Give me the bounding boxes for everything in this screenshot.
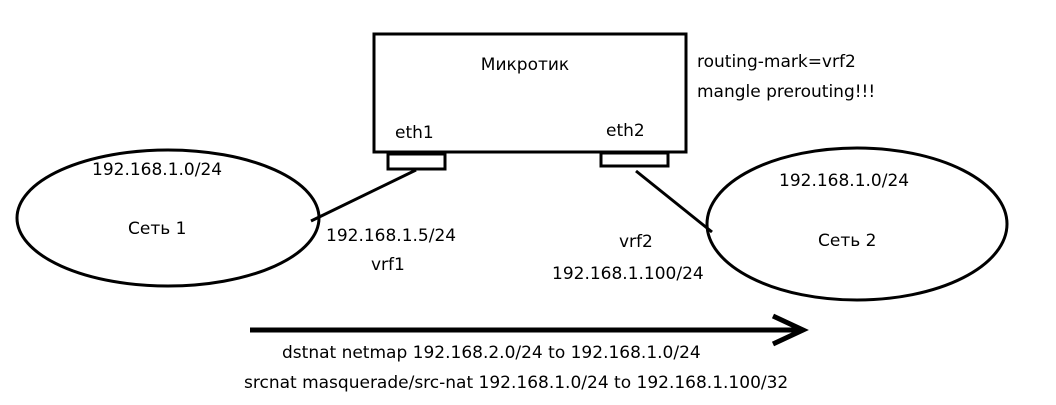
- network1-name: Сеть 1: [128, 219, 186, 239]
- port-label-eth2: eth2: [606, 121, 645, 141]
- router-box: [372, 32, 688, 154]
- network1-subnet: 192.168.1.0/24: [92, 160, 222, 180]
- network2-name: Сеть 2: [818, 231, 876, 251]
- link1-ip: 192.168.1.5/24: [326, 226, 456, 246]
- link-eth2-network2: [635, 169, 713, 234]
- network2-ellipse: [705, 146, 1009, 302]
- nat-rule-dstnat: dstnat netmap 192.168.2.0/24 to 192.168.…: [282, 343, 701, 363]
- link2-vrf: vrf2: [619, 232, 653, 252]
- link1-vrf: vrf1: [371, 255, 405, 275]
- port-eth2: [599, 151, 670, 168]
- network2-subnet: 192.168.1.0/24: [779, 171, 909, 191]
- port-eth1: [386, 152, 447, 171]
- router-note-line2: mangle prerouting!!!: [697, 82, 875, 102]
- nat-rule-srcnat: srcnat masquerade/src-nat 192.168.1.0/24…: [244, 373, 788, 393]
- link2-ip: 192.168.1.100/24: [552, 264, 704, 284]
- link-eth1-network1: [310, 168, 417, 223]
- router-title: Микротик: [481, 55, 569, 75]
- port-label-eth1: eth1: [395, 123, 434, 143]
- router-note-line1: routing-mark=vrf2: [697, 52, 856, 72]
- traffic-arrow-head: [771, 313, 809, 347]
